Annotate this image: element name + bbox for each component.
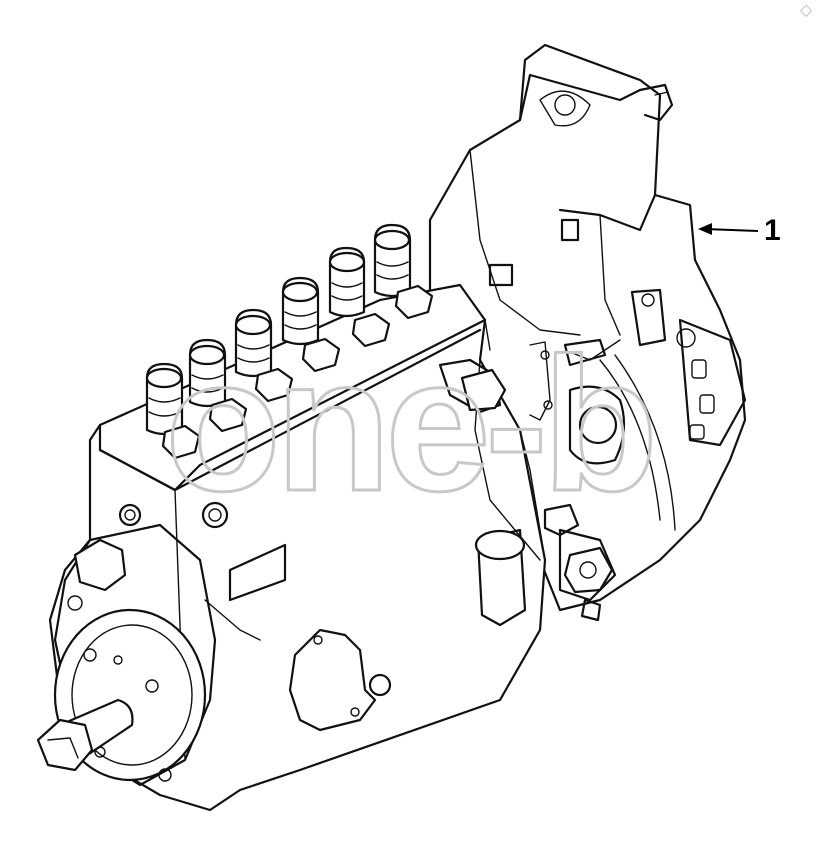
- callout-1-label: 1: [764, 214, 781, 247]
- corner-mark: ◇: [800, 0, 813, 19]
- delivery-valve-holders: [145, 223, 434, 460]
- callout-1: 1: [698, 214, 781, 247]
- watermark-text: one-b: [165, 319, 652, 531]
- callout-1-arrowhead: [698, 223, 712, 235]
- callout-1-leader: [704, 228, 759, 232]
- governor-housing: [428, 43, 747, 622]
